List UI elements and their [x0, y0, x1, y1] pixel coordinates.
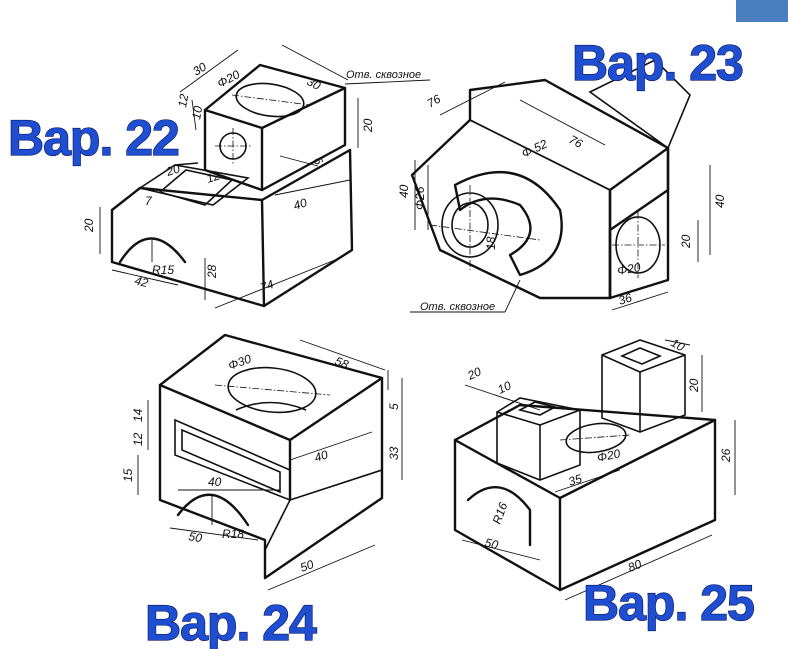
dim22-12b: 12	[205, 168, 222, 186]
dim22-r15: R15	[152, 263, 174, 277]
variant-25-label: Вар. 25	[583, 575, 754, 631]
dim22-20s: 20	[164, 161, 182, 179]
variant-22-dimensions: 30 30 Φ20 12 10 20 6 40 20 12 7 20 28 42…	[82, 59, 421, 294]
variant-23-label: Вар. 23	[572, 35, 743, 91]
dim23-40left: 40	[397, 184, 411, 198]
dim22-20top: 20	[361, 118, 375, 133]
dim24-12: 12	[131, 432, 145, 446]
dim24-5: 5	[387, 403, 401, 410]
dim25-10b: 10	[669, 335, 688, 354]
variant-24-part	[137, 333, 403, 591]
dim24-33: 33	[387, 446, 401, 460]
dim25-26: 26	[719, 448, 733, 463]
dim24-14: 14	[131, 408, 145, 422]
dim22-7: 7	[145, 194, 153, 208]
dim24-15: 15	[121, 468, 135, 482]
dim24-r18: R18	[222, 527, 244, 541]
dim25-20a: 20	[464, 364, 483, 383]
variant-24-dimensions: Φ30 58 5 14 12 40 33 15 40 50 R18 50	[121, 352, 401, 575]
corner-tab	[736, 0, 788, 22]
dim24-58: 58	[333, 354, 351, 372]
dim25-10a: 10	[495, 378, 513, 396]
dim25-50: 50	[483, 535, 500, 552]
dim24-50a: 50	[187, 529, 203, 545]
dim22-30a: 30	[190, 59, 209, 78]
note22-through-hole: Отв. сквозное	[346, 69, 421, 81]
dim22-40: 40	[292, 195, 309, 213]
dim24-40b: 40	[208, 475, 222, 489]
variant-25-part	[453, 339, 736, 601]
dim23-36: 36	[617, 290, 634, 308]
dim25-20b: 20	[687, 378, 701, 393]
dim22-28: 28	[205, 264, 219, 279]
dim23-40right: 40	[713, 194, 727, 208]
dim24-40: 40	[313, 447, 330, 465]
dim24-50b: 50	[298, 557, 316, 575]
dim23-18: 18	[484, 236, 498, 250]
dim22-20left: 20	[82, 218, 96, 233]
note23-through-hole: Отв. сквозное	[420, 301, 495, 313]
variant-22-part	[99, 44, 431, 309]
variant-23-part	[410, 59, 711, 313]
dim22-10: 10	[189, 105, 205, 121]
dim22-74: 74	[258, 277, 276, 295]
dim25-80: 80	[626, 557, 644, 575]
dim22-42: 42	[133, 273, 150, 290]
variant-24-label: Вар. 24	[145, 595, 317, 649]
dim22-12: 12	[175, 93, 191, 109]
variant-22-label: Вар. 22	[8, 110, 179, 166]
dim23-76b: 76	[567, 132, 586, 151]
dim22-30b: 30	[305, 74, 324, 93]
dim25-phi20: Φ20	[596, 446, 622, 465]
dim25-35: 35	[567, 471, 584, 489]
dim23-20: 20	[679, 234, 693, 249]
variant-25-dimensions: 20 10 10 20 Φ20 35 26 R16 50 80	[464, 335, 733, 574]
dim23-76a: 76	[425, 92, 444, 111]
dim23-phi20: Φ20	[616, 260, 642, 278]
dim25-r16: R16	[490, 500, 511, 526]
dim23-phi26: Φ26	[413, 186, 427, 210]
dim22-phi20: Φ20	[215, 67, 243, 90]
